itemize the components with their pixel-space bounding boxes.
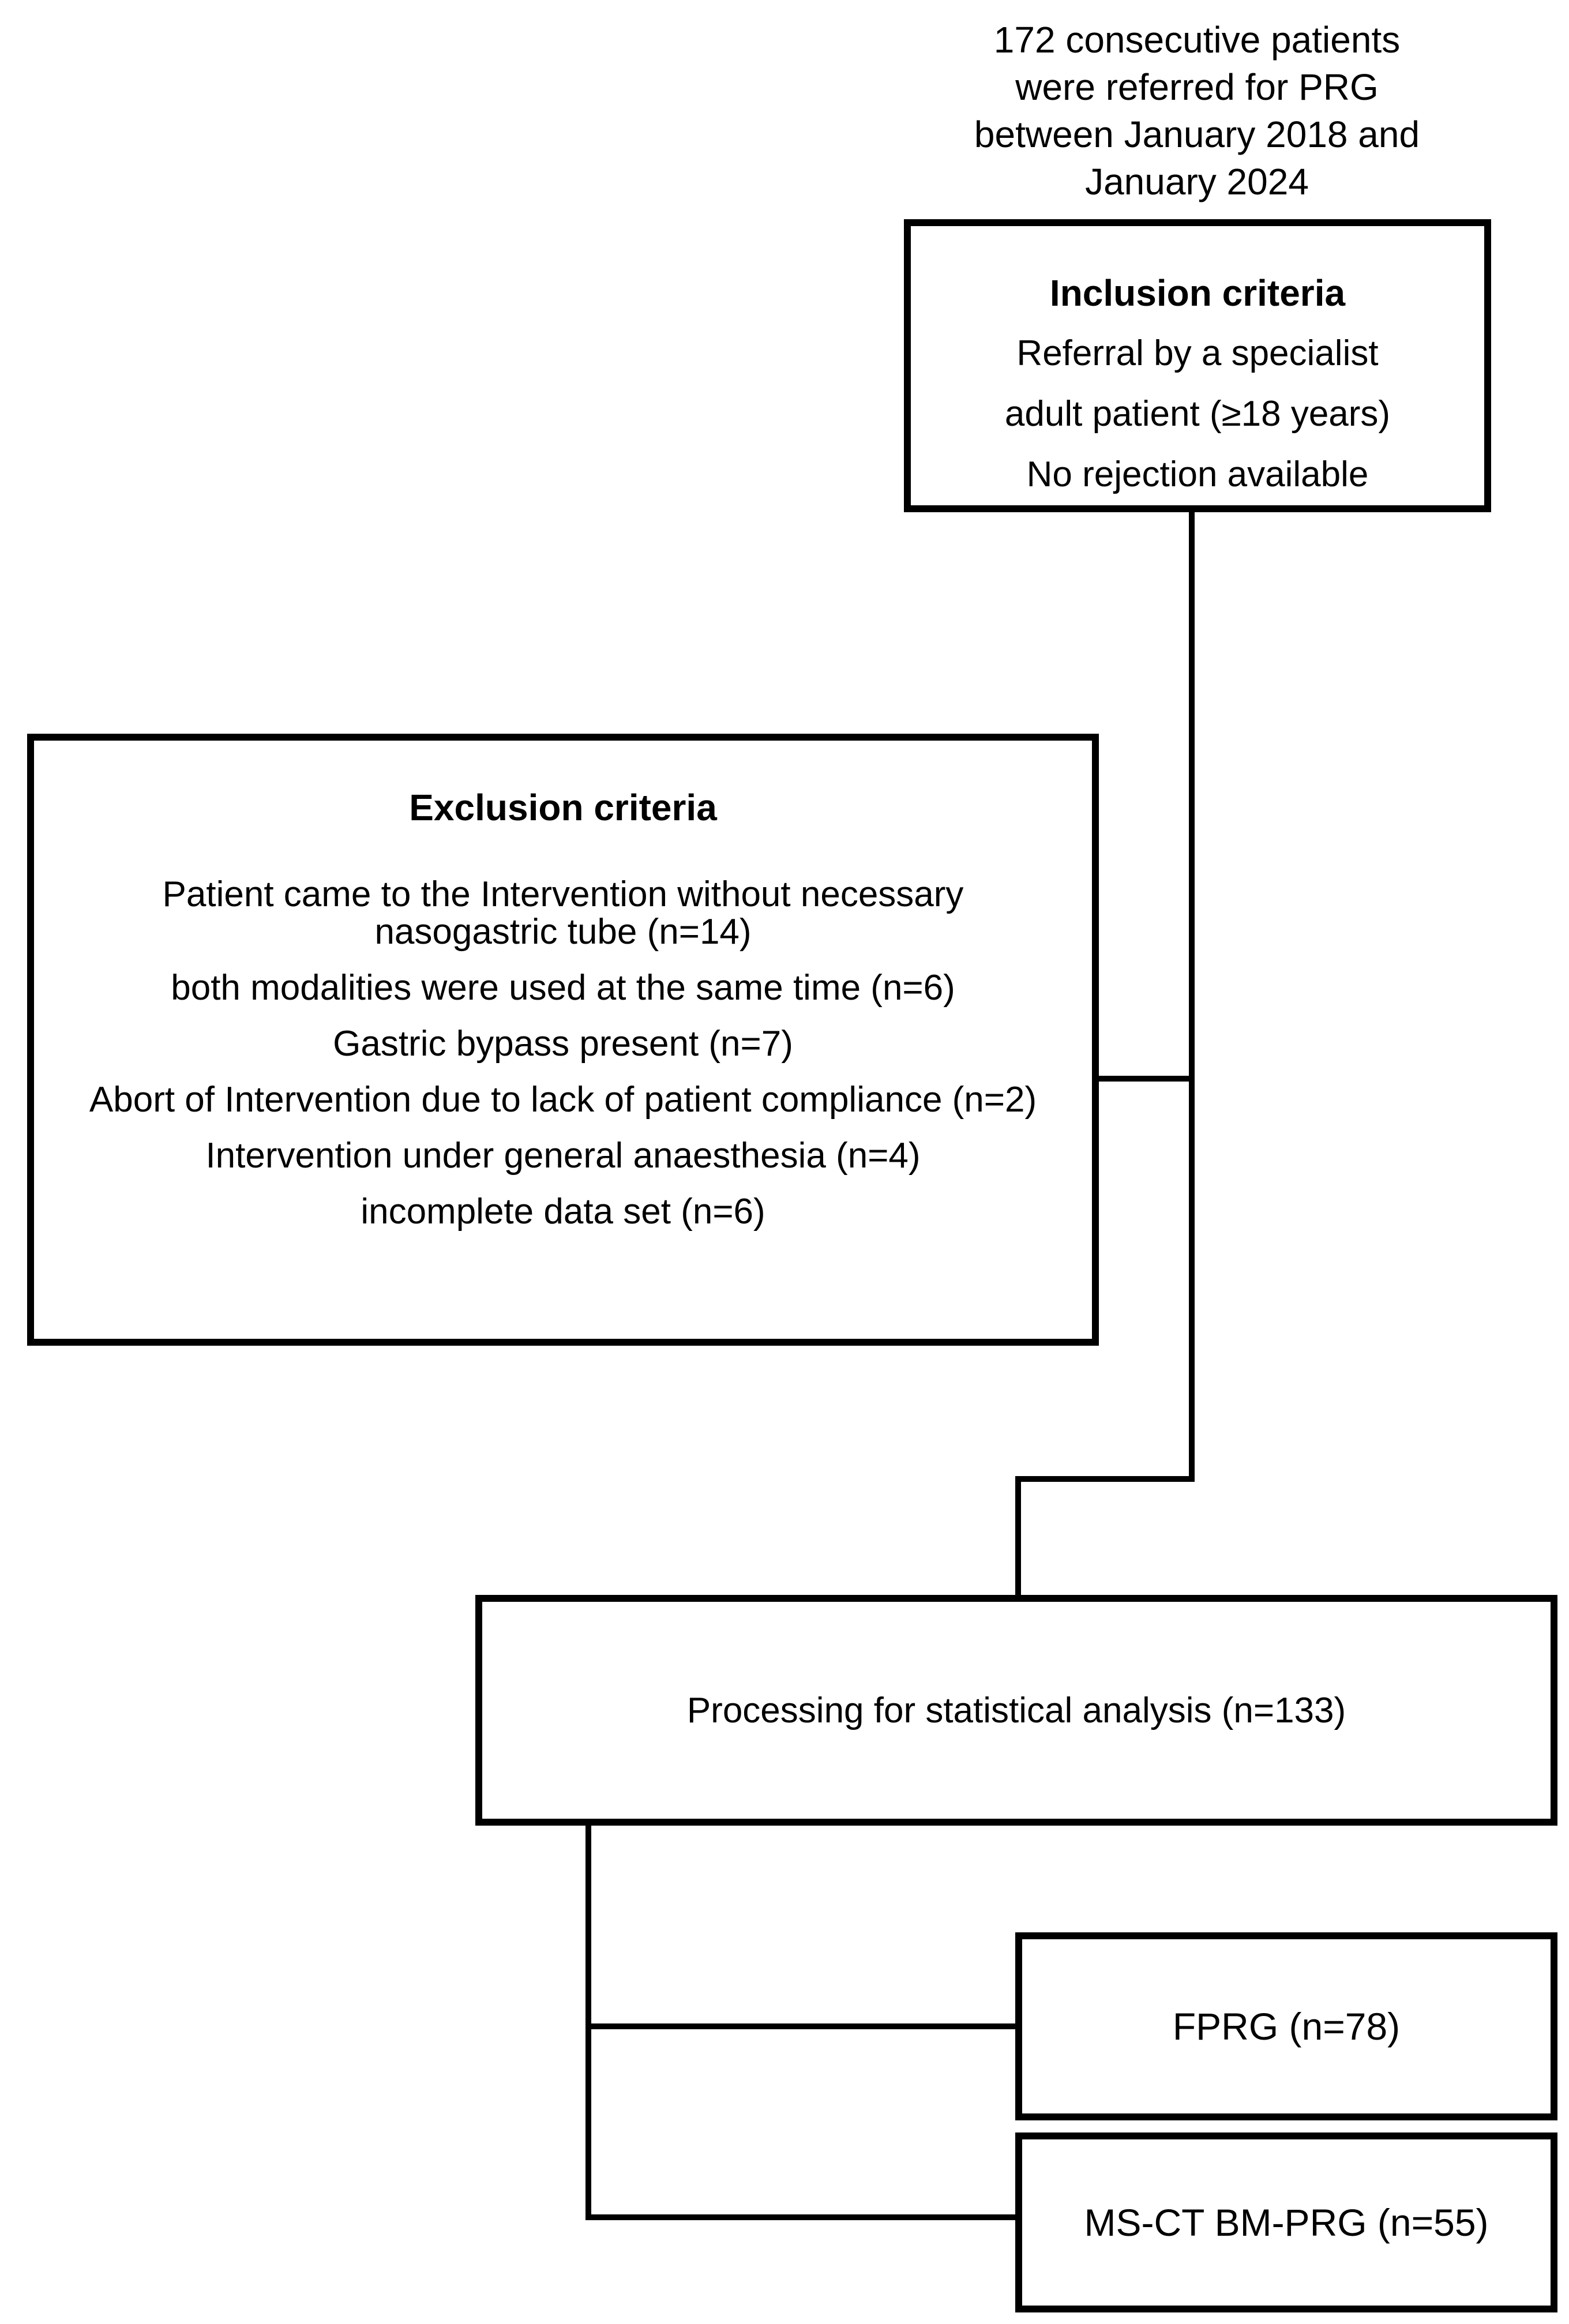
text-line: between January 2018 and — [974, 114, 1420, 155]
text-line: 172 consecutive patients — [993, 19, 1401, 61]
text-line: both modalities were used at the same ti… — [171, 968, 955, 1008]
connector-main-vertical — [1189, 511, 1195, 1482]
inclusion-criteria-title: Inclusion criteria — [1049, 272, 1346, 314]
processing-label: Processing for statistical analysis (n=1… — [686, 1690, 1346, 1730]
text-line: January 2024 — [1085, 161, 1309, 202]
referral-note: 172 consecutive patients were referred fo… — [888, 16, 1506, 205]
msct-bmprg-box: MS-CT BM-PRG (n=55) — [1015, 2132, 1557, 2312]
connector-exclusion-horizontal — [1098, 1076, 1195, 1082]
text-line: Abort of Intervention due to lack of pat… — [89, 1080, 1037, 1120]
text-line: Referral by a specialist — [1016, 333, 1379, 373]
exclusion-item: both modalities were used at the same ti… — [34, 969, 1092, 1007]
connector-msct-horizontal — [585, 2214, 1015, 2220]
inclusion-criteria-list: Referral by a specialist adult patient (≥… — [911, 323, 1484, 505]
exclusion-criteria-box: Exclusion criteria Patient came to the I… — [27, 734, 1099, 1346]
text-line: nasogastric tube (n=14) — [374, 912, 752, 952]
text-line: adult patient (≥18 years) — [1004, 394, 1391, 434]
exclusion-item: incomplete data set (n=6) — [34, 1193, 1092, 1230]
exclusion-item: Gastric bypass present (n=7) — [34, 1025, 1092, 1062]
connector-jog-vertical — [1015, 1476, 1021, 1597]
connector-branch-stem — [585, 1823, 591, 2220]
connector-fprg-horizontal — [585, 2023, 1015, 2029]
fprg-label: FPRG (n=78) — [1172, 2005, 1401, 2048]
text-line: Patient came to the Intervention without… — [162, 874, 964, 914]
connector-jog-horizontal — [1015, 1476, 1195, 1482]
fprg-box: FPRG (n=78) — [1015, 1932, 1557, 2120]
text-line: incomplete data set (n=6) — [361, 1192, 765, 1232]
inclusion-criteria-box: Inclusion criteria Referral by a special… — [904, 219, 1491, 512]
processing-box: Processing for statistical analysis (n=1… — [475, 1595, 1557, 1826]
text-line: No rejection available — [1026, 455, 1369, 494]
exclusion-criteria-list: Patient came to the Intervention without… — [34, 876, 1092, 1230]
text-line: Intervention under general anaesthesia (… — [205, 1136, 921, 1176]
exclusion-item: Patient came to the Intervention without… — [34, 876, 1092, 951]
exclusion-item: Intervention under general anaesthesia (… — [34, 1137, 1092, 1174]
text-line: Gastric bypass present (n=7) — [333, 1024, 793, 1064]
text-line: were referred for PRG — [1015, 66, 1379, 108]
exclusion-item: Abort of Intervention due to lack of pat… — [34, 1081, 1092, 1118]
msct-bmprg-label: MS-CT BM-PRG (n=55) — [1084, 2201, 1489, 2244]
exclusion-criteria-title: Exclusion criteria — [409, 787, 717, 828]
